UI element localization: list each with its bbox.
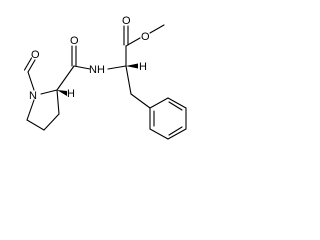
- atom-label-o-ester-alkoxy: O: [141, 31, 150, 43]
- ring-bond-3: [167, 128, 187, 140]
- atom-label-n-pyrrolidine: N: [29, 90, 37, 102]
- ring-inner-bond-b: [168, 126, 183, 136]
- atom-label-o-ester-carbonyl: O: [122, 15, 131, 27]
- wedge-calpha-h-phe: [126, 63, 138, 69]
- bond-formyl-c-o-1: [27, 59, 36, 73]
- bond-camide-nh: [73, 65, 91, 70]
- atom-label-o-amide-carbonyl: O: [70, 35, 79, 47]
- chemical-structure: O O NH H O O N H: [23, 15, 187, 140]
- bond-n-cformyl: [27, 71, 35, 91]
- bond-ester-c-o-single: [125, 37, 141, 47]
- atom-label-o-formyl: O: [31, 49, 40, 61]
- bond-calpha-cbeta: [56, 89, 60, 115]
- atom-label-h-alpha-pro: H: [67, 88, 75, 100]
- atom-label-nh-amide: NH: [89, 64, 105, 76]
- bond-cdelta-n: [26, 99, 35, 121]
- atom-label-h-alpha-phe: H: [139, 61, 147, 73]
- bond-n-calpha-pro: [40, 89, 58, 95]
- bond-formyl-c-o-2: [23, 57, 33, 71]
- bond-nh-calpha: [107, 65, 127, 70]
- ring-bond-2: [149, 128, 169, 140]
- bond-calpha-ch2: [125, 65, 132, 95]
- bond-cbeta-cgamma: [43, 113, 60, 131]
- bond-ch2-ipso: [130, 93, 151, 109]
- ring-bond-5: [167, 97, 187, 109]
- wedge-calpha-h-pro: [57, 90, 67, 96]
- ring-inner-bond-c: [168, 101, 183, 111]
- bond-o-methyl: [149, 24, 165, 34]
- bond-calpha-pro-camide: [56, 65, 75, 91]
- ring-bond-6: [149, 97, 169, 109]
- bond-cgamma-cdelta: [26, 119, 45, 131]
